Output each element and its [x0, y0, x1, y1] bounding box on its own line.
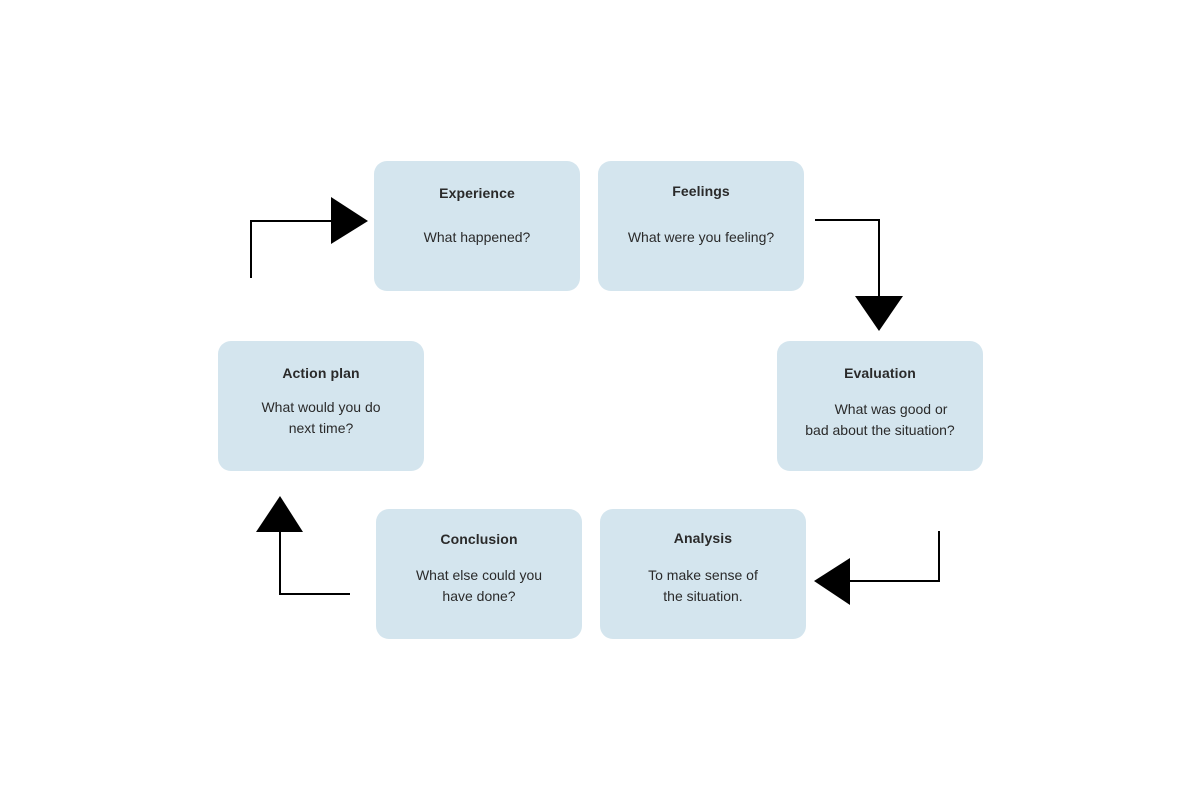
arrow-feelings-to-evaluation-head	[855, 296, 903, 331]
node-experience-line-1: What happened?	[423, 229, 531, 245]
node-analysis-line-1: To make sense of	[648, 567, 758, 583]
arrow-action-plan-to-experience-head	[331, 197, 368, 244]
node-action-plan-title: Action plan	[282, 365, 360, 381]
node-evaluation-line-2: bad about the situation?	[805, 422, 955, 438]
node-experience-title: Experience	[439, 185, 515, 201]
node-evaluation-description: What was good or bad about the situation…	[777, 399, 983, 441]
node-feelings-description: What were you feeling?	[598, 227, 804, 248]
node-experience: Experience What happened?	[374, 161, 580, 291]
arrow-conclusion-to-action-plan	[256, 496, 350, 595]
arrow-evaluation-to-analysis	[814, 531, 940, 605]
node-analysis: Analysis To make sense of the situation.	[600, 509, 806, 639]
node-analysis-description: To make sense of the situation.	[600, 565, 806, 607]
arrow-action-plan-to-experience	[250, 197, 368, 278]
arrow-evaluation-to-analysis-head	[814, 558, 850, 605]
node-conclusion-line-1: What else could you	[415, 567, 543, 583]
arrow-action-plan-to-experience-line	[250, 220, 333, 278]
arrow-feelings-to-evaluation	[815, 219, 903, 331]
node-evaluation: Evaluation What was good or bad about th…	[777, 341, 983, 471]
node-conclusion-line-2: have done?	[442, 588, 516, 604]
node-feelings: Feelings What were you feeling?	[598, 161, 804, 291]
arrow-conclusion-to-action-plan-line	[279, 531, 350, 595]
arrow-evaluation-to-analysis-line	[848, 531, 940, 582]
node-analysis-line-2: the situation.	[663, 588, 743, 604]
node-evaluation-title: Evaluation	[844, 365, 916, 381]
node-action-plan-description: What would you do next time?	[218, 397, 424, 439]
node-action-plan-line-1: What would you do	[261, 399, 381, 415]
arrow-feelings-to-evaluation-line	[815, 219, 880, 298]
node-experience-description: What happened?	[374, 227, 580, 248]
node-evaluation-line-1: What was good or	[834, 401, 948, 417]
arrow-conclusion-to-action-plan-head	[256, 496, 303, 532]
node-feelings-line-1: What were you feeling?	[627, 229, 775, 245]
node-conclusion-title: Conclusion	[440, 531, 518, 547]
node-conclusion-description: What else could you have done?	[376, 565, 582, 607]
node-action-plan-line-2: next time?	[288, 420, 354, 436]
node-action-plan: Action plan What would you do next time?	[218, 341, 424, 471]
node-feelings-title: Feelings	[672, 183, 730, 199]
node-analysis-title: Analysis	[673, 530, 733, 546]
node-conclusion: Conclusion What else could you have done…	[376, 509, 582, 639]
